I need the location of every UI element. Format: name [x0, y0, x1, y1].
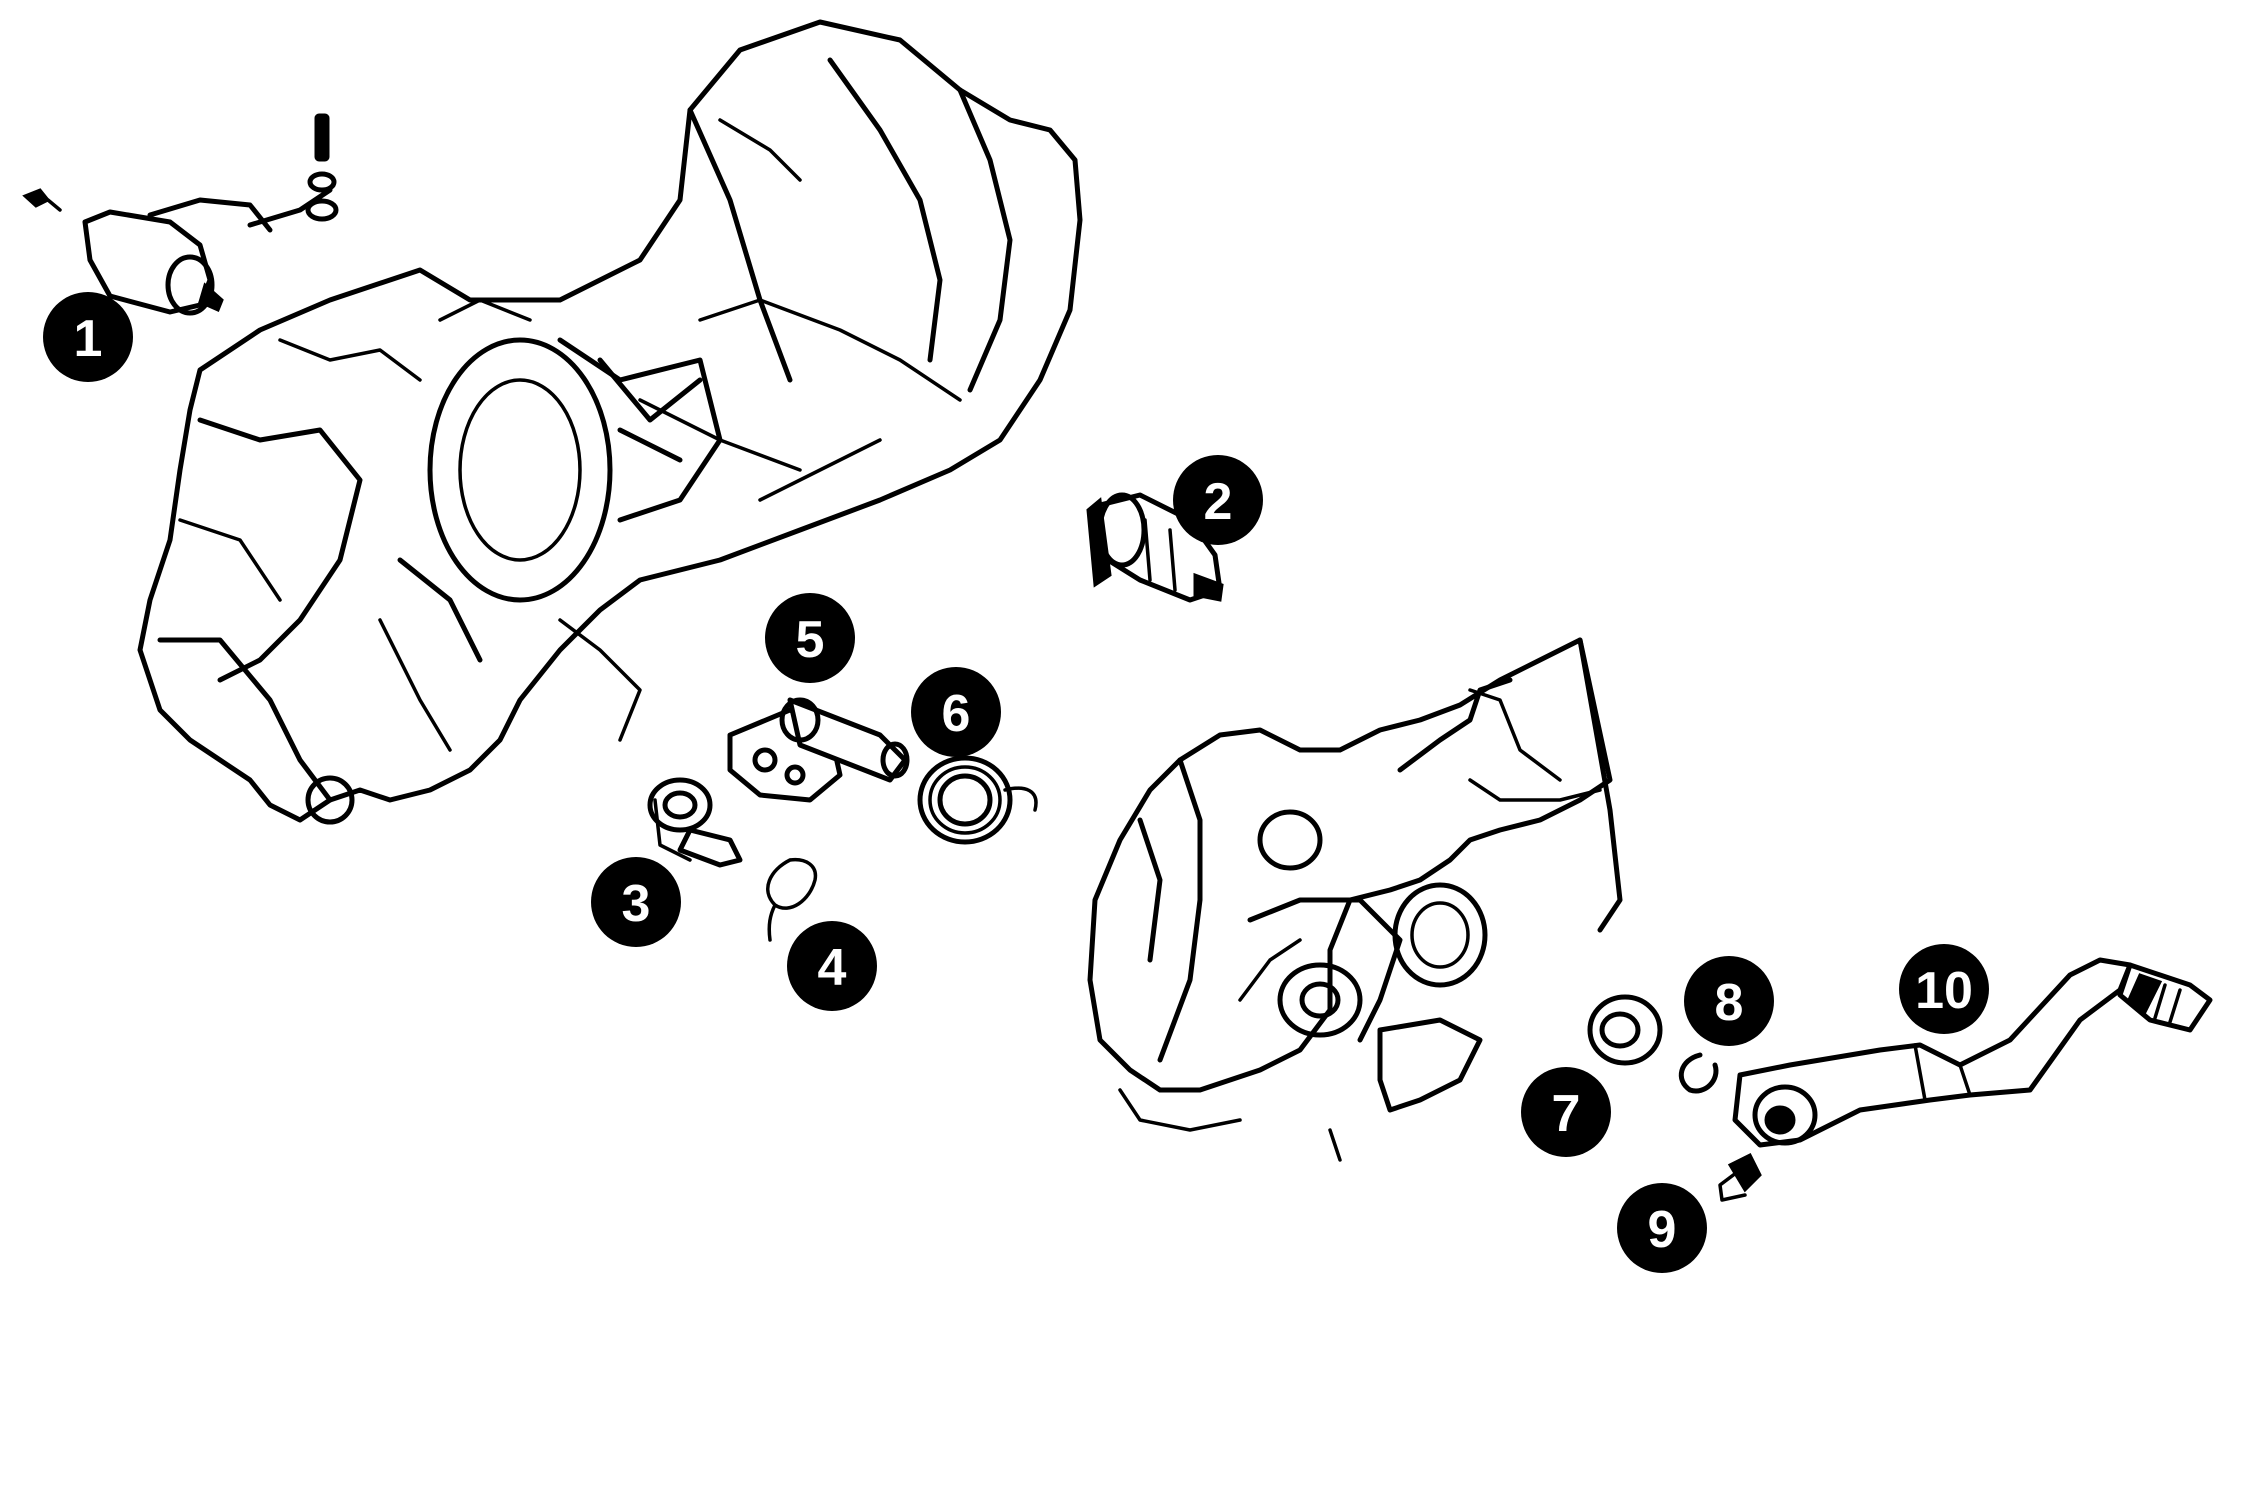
callout-badge-2: 2 [1173, 455, 1263, 545]
left-crankcase-illustration [137, 19, 1083, 825]
callout-badge-10: 10 [1899, 944, 1989, 1034]
kickstart-shaft-illustration [727, 697, 910, 803]
callout-label-9: 9 [1648, 1201, 1677, 1259]
right-cover-illustration [1087, 637, 1623, 1162]
starter-motor-illustration [22, 113, 339, 316]
kickstart-pedal-illustration [1732, 957, 2213, 1148]
callout-badge-3: 3 [591, 857, 681, 947]
return-spring-illustration [917, 755, 1038, 845]
kickstart-gear-illustration [647, 777, 743, 868]
callout-label-7: 7 [1552, 1085, 1581, 1143]
spring-clip-illustration [766, 857, 818, 942]
callout-label-6: 6 [942, 685, 971, 743]
oil-seal-illustration [1587, 994, 1663, 1066]
callout-badge-1: 1 [43, 292, 133, 382]
callout-badge-4: 4 [787, 921, 877, 1011]
callout-badge-5: 5 [765, 593, 855, 683]
callout-label-8: 8 [1715, 974, 1744, 1032]
callout-label-10: 10 [1915, 962, 1973, 1020]
callout-label-4: 4 [818, 939, 847, 997]
callout-badge-7: 7 [1521, 1067, 1611, 1157]
callout-label-3: 3 [622, 875, 651, 933]
callout-badge-8: 8 [1684, 956, 1774, 1046]
callout-label-2: 2 [1204, 473, 1233, 531]
callout-label-1: 1 [74, 310, 103, 368]
callout-badge-6: 6 [911, 667, 1001, 757]
callout-badge-9: 9 [1617, 1183, 1707, 1273]
pedal-bolt-illustration [1718, 1152, 1762, 1202]
callout-label-5: 5 [796, 611, 825, 669]
circlip-illustration [1678, 1052, 1719, 1094]
